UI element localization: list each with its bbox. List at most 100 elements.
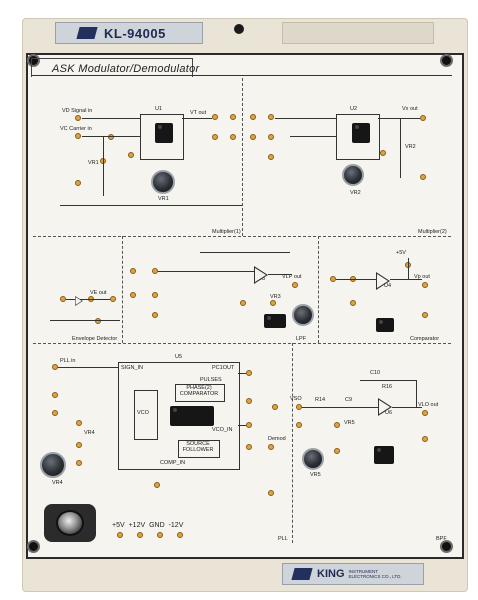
label-pc1out: PC1OUT: [212, 365, 235, 371]
test-terminal[interactable]: [334, 422, 340, 428]
test-terminal[interactable]: [130, 268, 136, 274]
label-ve-out: VE out: [90, 290, 107, 296]
test-terminal[interactable]: [268, 114, 274, 120]
label-r14: R14: [315, 397, 326, 403]
label-vco-in: VCO_IN: [212, 427, 233, 433]
test-terminal[interactable]: [296, 422, 302, 428]
board-title: ASK Modulator/Demodulator: [52, 63, 200, 75]
test-terminal[interactable]: [246, 398, 252, 404]
screw-icon: [440, 540, 453, 553]
test-terminal[interactable]: [212, 134, 218, 140]
power-terminal[interactable]: [157, 532, 163, 538]
u6-chip: [374, 446, 394, 464]
test-terminal[interactable]: [230, 134, 236, 140]
test-terminal[interactable]: [152, 312, 158, 318]
test-terminal-vd[interactable]: [75, 115, 81, 121]
u5-block: [118, 362, 240, 470]
trace: [336, 279, 376, 280]
test-terminal[interactable]: [268, 134, 274, 140]
section-label-bpf: BPF: [436, 536, 447, 542]
u3-chip: [264, 314, 286, 328]
test-terminal[interactable]: [250, 134, 256, 140]
test-terminal[interactable]: [108, 134, 114, 140]
test-terminal[interactable]: [268, 490, 274, 496]
test-terminal[interactable]: [422, 436, 428, 442]
test-terminal-ve-out[interactable]: [110, 296, 116, 302]
trace: [275, 118, 336, 119]
trace: [390, 279, 422, 280]
test-terminal[interactable]: [246, 370, 252, 376]
test-terminal-vp-out[interactable]: [422, 282, 428, 288]
vr3-knob[interactable]: [292, 304, 314, 326]
label-u2: U2: [350, 106, 358, 112]
test-terminal[interactable]: [152, 292, 158, 298]
test-terminal-vlp-out[interactable]: [292, 282, 298, 288]
test-terminal[interactable]: [154, 482, 160, 488]
brand-name: KING: [317, 568, 345, 580]
label-vc-carrier-in: VC Carrier in: [60, 126, 92, 132]
trace: [182, 118, 212, 119]
test-terminal-vt-out[interactable]: [212, 114, 218, 120]
test-terminal[interactable]: [240, 300, 246, 306]
test-terminal[interactable]: [350, 300, 356, 306]
vr4-knob[interactable]: [40, 452, 66, 478]
test-terminal[interactable]: [246, 422, 252, 428]
title-rule: [32, 75, 452, 76]
screw-icon: [27, 540, 40, 553]
test-terminal[interactable]: [128, 152, 134, 158]
test-terminal[interactable]: [52, 410, 58, 416]
test-terminal[interactable]: [60, 296, 66, 302]
model-number: KL-94005: [104, 25, 166, 41]
test-terminal[interactable]: [246, 444, 252, 450]
test-terminal[interactable]: [75, 180, 81, 186]
test-terminal[interactable]: [230, 114, 236, 120]
test-terminal-vc[interactable]: [75, 133, 81, 139]
test-terminal-vx-out[interactable]: [420, 115, 426, 121]
u4-chip: [376, 318, 394, 332]
test-terminal[interactable]: [420, 174, 426, 180]
trace: [238, 425, 246, 426]
test-terminal-demod[interactable]: [268, 444, 274, 450]
test-terminal-vlo-out[interactable]: [422, 410, 428, 416]
diode-icon: [75, 296, 83, 306]
opamp-u4-icon: [376, 272, 390, 290]
label-u6: U6: [385, 410, 393, 416]
test-terminal[interactable]: [95, 318, 101, 324]
u5-chip: [170, 406, 214, 426]
test-terminal[interactable]: [270, 300, 276, 306]
u2-symbol: [336, 114, 380, 160]
vr2-knob[interactable]: [342, 164, 364, 186]
test-terminal[interactable]: [76, 460, 82, 466]
vr5-knob[interactable]: [302, 448, 324, 470]
test-terminal[interactable]: [268, 154, 274, 160]
label-vr2-side: VR2: [405, 144, 416, 150]
test-terminal[interactable]: [250, 114, 256, 120]
test-terminal-pll-in[interactable]: [52, 364, 58, 370]
bnc-socket[interactable]: [56, 510, 84, 536]
power-terminal[interactable]: [117, 532, 123, 538]
test-terminal[interactable]: [130, 292, 136, 298]
test-terminal[interactable]: [330, 276, 336, 282]
u1-symbol: [140, 114, 184, 160]
label-vso: VSO: [290, 396, 302, 402]
test-terminal[interactable]: [76, 420, 82, 426]
test-terminal-vso[interactable]: [296, 404, 302, 410]
power-terminal[interactable]: [177, 532, 183, 538]
trace: [50, 320, 120, 321]
trace: [290, 136, 336, 137]
test-terminal[interactable]: [272, 404, 278, 410]
trace: [392, 407, 422, 408]
test-terminal[interactable]: [52, 392, 58, 398]
test-terminal[interactable]: [152, 268, 158, 274]
label-u1: U1: [155, 106, 163, 112]
power-terminal[interactable]: [137, 532, 143, 538]
section-label-multiplier1: Multiplier(1): [212, 229, 241, 235]
vr1-knob[interactable]: [151, 170, 175, 194]
test-terminal[interactable]: [380, 150, 386, 156]
test-terminal[interactable]: [422, 312, 428, 318]
section-divider: [242, 78, 243, 236]
trace: [158, 271, 254, 272]
test-terminal[interactable]: [334, 448, 340, 454]
test-terminal[interactable]: [76, 442, 82, 448]
company-name: INSTRUMENT ELECTRONICS CO., LTD.: [348, 569, 402, 579]
